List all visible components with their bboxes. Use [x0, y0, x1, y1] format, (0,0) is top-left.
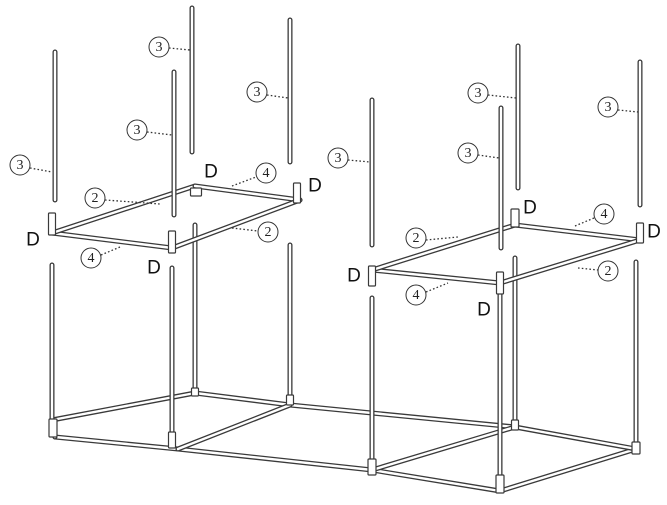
connector-fitting — [167, 230, 177, 254]
callout-beam-end-3-number: 4 — [601, 207, 608, 222]
shelf-left-right-rail — [169, 197, 303, 251]
callout-beam-end-2-number: 4 — [88, 251, 95, 266]
leader-pole-3 — [146, 131, 173, 136]
base-rail-back-mid — [192, 390, 293, 408]
callout-pole-1: 3 — [9, 154, 31, 176]
base-rail-front-right — [369, 467, 503, 494]
shelf-right-back-rail — [512, 222, 643, 243]
callout-pole-8: 3 — [597, 96, 619, 118]
callout-pole-5: 3 — [327, 147, 349, 169]
connector-fitting — [631, 441, 641, 455]
shelf-left-front-rail — [49, 230, 175, 251]
leader-pole-2 — [168, 47, 191, 51]
leader-beam-side-1 — [104, 199, 161, 205]
connector-fitting — [167, 431, 177, 449]
callout-beam-side-2-number: 2 — [265, 225, 272, 240]
label-d-right-front: D — [347, 266, 361, 287]
shelf-right-side-rail — [369, 222, 518, 273]
base-rail-front-far-right — [497, 446, 639, 494]
callout-pole-1-number: 3 — [17, 158, 24, 173]
connector-fitting — [510, 208, 520, 228]
callout-pole-2-number: 3 — [156, 40, 163, 55]
leader-pole-7 — [477, 154, 500, 159]
connector-fitting — [189, 187, 203, 197]
connector-fitting — [495, 474, 505, 494]
callout-beam-side-4: 2 — [597, 260, 619, 282]
callout-beam-end-4-number: 4 — [413, 288, 420, 303]
connector-fitting — [495, 271, 505, 295]
base-rail-front-mid — [175, 446, 375, 473]
callout-beam-side-1-number: 2 — [92, 191, 99, 206]
connector-fitting — [292, 182, 302, 204]
leader-beam-side-4 — [577, 267, 599, 271]
tube-layer — [49, 5, 643, 494]
leader-beam-end-2 — [100, 246, 121, 256]
connector-fitting — [47, 212, 57, 236]
callout-beam-end-1-number: 4 — [263, 166, 270, 181]
leader-beam-side-2 — [231, 227, 259, 232]
leader-pole-6 — [487, 94, 517, 99]
callout-pole-4-number: 3 — [254, 85, 261, 100]
label-d-left-back-right: D — [308, 176, 322, 197]
callout-pole-6-number: 3 — [475, 86, 482, 101]
leader-beam-end-1 — [231, 176, 257, 187]
label-d-right-back: D — [523, 198, 537, 219]
callout-beam-end-4: 4 — [405, 284, 427, 306]
callout-pole-7-number: 3 — [465, 146, 472, 161]
leader-pole-8 — [617, 109, 639, 113]
connector-fitting — [635, 222, 645, 244]
callout-pole-2: 3 — [148, 36, 170, 58]
label-d-left-mid: D — [147, 258, 161, 279]
base-cross-1 — [175, 402, 293, 452]
shelf-right-front-rail — [369, 267, 503, 286]
callout-beam-side-3-number: 2 — [413, 231, 420, 246]
callout-pole-7: 3 — [457, 142, 479, 164]
callout-beam-end-2: 4 — [80, 247, 102, 269]
leader-beam-side-3 — [425, 236, 459, 241]
connector-fitting — [510, 419, 520, 431]
leader-beam-end-4 — [425, 282, 449, 293]
callout-beam-end-3: 4 — [593, 203, 615, 225]
base-rail-front-left — [52, 434, 181, 452]
callout-pole-8-number: 3 — [605, 100, 612, 115]
leader-pole-5 — [347, 159, 371, 163]
callout-pole-6: 3 — [467, 82, 489, 104]
leader-pole-4 — [266, 94, 289, 99]
callout-pole-5-number: 3 — [335, 151, 342, 166]
callout-beam-side-2: 2 — [257, 221, 279, 243]
leader-pole-1 — [29, 167, 53, 173]
connector-fitting — [367, 458, 377, 476]
base-rail-back-right — [287, 402, 518, 430]
callout-beam-side-3: 2 — [405, 227, 427, 249]
connector-layer — [47, 182, 645, 494]
connector-fitting — [48, 418, 58, 438]
connector-fitting — [367, 265, 377, 287]
label-d-left-front: D — [26, 230, 40, 251]
base-cross-2 — [369, 424, 518, 473]
callout-beam-side-4-number: 2 — [605, 264, 612, 279]
connector-fitting — [190, 387, 200, 397]
label-d-right-mid: D — [477, 300, 491, 321]
callout-pole-3-number: 3 — [134, 123, 141, 138]
label-d-left-back: D — [204, 162, 218, 183]
callout-beam-side-1: 2 — [84, 187, 106, 209]
base-rail-right-end — [512, 424, 639, 452]
callout-pole-3: 3 — [126, 119, 148, 141]
shelf-left-back-rail — [192, 183, 303, 203]
callout-pole-4: 3 — [246, 81, 268, 103]
leader-beam-end-3 — [574, 217, 595, 227]
connector-fitting — [285, 394, 295, 406]
shelf-right-right-rail — [497, 237, 643, 286]
label-d-right-far: D — [647, 222, 661, 243]
callout-beam-end-1: 4 — [255, 162, 277, 184]
shelf-left-side-rail — [49, 183, 198, 236]
